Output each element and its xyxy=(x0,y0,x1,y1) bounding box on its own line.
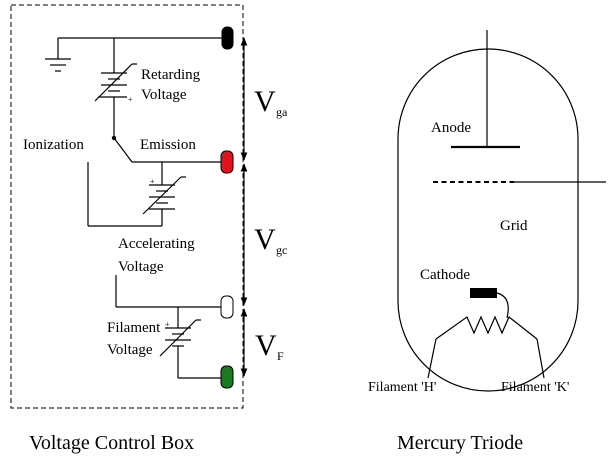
vgc-label: V xyxy=(254,223,276,256)
filament-coil xyxy=(435,315,538,340)
accelerating-label-line1: Accelerating xyxy=(118,236,195,252)
cathode-label: Cathode xyxy=(420,267,470,283)
anode-label: Anode xyxy=(431,120,471,136)
filament-h-lead xyxy=(427,338,437,379)
filament-label-line2: Voltage xyxy=(107,342,153,358)
filament-plus-sign: + xyxy=(165,320,170,329)
ionization-emission-switch xyxy=(113,137,224,163)
emission-label: Emission xyxy=(140,137,196,153)
ionization-label: Ionization xyxy=(23,137,84,153)
filament-k-label: Filament 'K' xyxy=(501,380,569,395)
accelerating-plus-sign: + xyxy=(150,177,155,186)
filament-h-label: Filament 'H' xyxy=(368,380,436,395)
accelerating-label-line2: Voltage xyxy=(118,259,164,275)
terminal-red xyxy=(220,150,234,174)
cathode-block xyxy=(470,288,497,298)
triode-envelope xyxy=(397,48,579,392)
filament-label-line1: Filament xyxy=(107,320,161,336)
terminal-green xyxy=(220,365,234,389)
retarding-voltage-source: + xyxy=(94,38,137,141)
control-box-caption: Voltage Control Box xyxy=(29,432,194,454)
voltage-control-box: + Retarding Voltage Ionization Emission … xyxy=(10,4,244,454)
cathode-connection xyxy=(496,292,509,319)
grid-label: Grid xyxy=(500,218,528,234)
filament-k-lead xyxy=(536,338,545,379)
vf-label: V xyxy=(255,329,277,362)
vf-subscript: F xyxy=(277,349,284,363)
accelerating-voltage-source: + xyxy=(87,162,186,227)
voltage-markers: V ga V gc V F xyxy=(240,37,288,377)
terminal-white xyxy=(220,295,234,319)
vga-subscript: ga xyxy=(276,105,288,119)
retarding-label-line1: Retarding xyxy=(141,67,201,83)
terminal-black xyxy=(221,26,234,50)
vga-label: V xyxy=(254,85,276,118)
vgc-subscript: gc xyxy=(276,243,287,257)
retarding-plus-sign: + xyxy=(128,95,133,104)
retarding-label-line2: Voltage xyxy=(141,87,187,103)
filament-voltage-source: + xyxy=(159,307,222,379)
triode-caption: Mercury Triode xyxy=(397,432,523,454)
mercury-triode: Anode Grid Cathode Filament 'H' Filament… xyxy=(368,30,606,454)
ground-symbol xyxy=(45,37,226,72)
